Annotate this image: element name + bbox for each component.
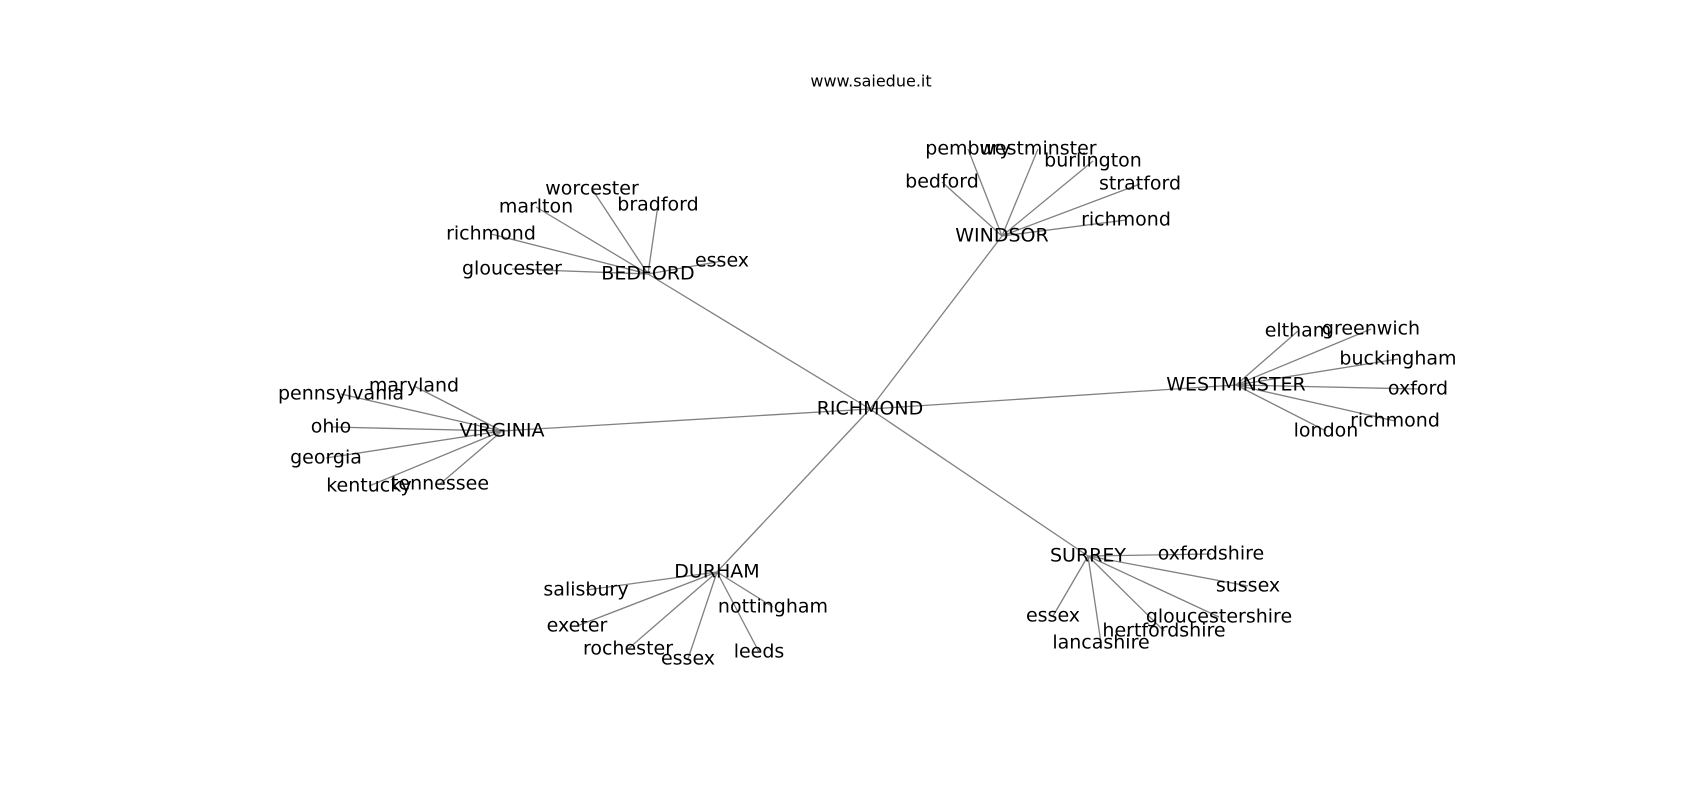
leaf-node-label: westminster xyxy=(979,138,1096,160)
leaf-node-label: london xyxy=(1294,420,1359,442)
edge-westminster_hub-oxford xyxy=(1235,384,1419,390)
edge-root-durham_hub xyxy=(716,408,871,573)
edge-root-westminster_hub xyxy=(869,384,1237,410)
leaf-node-label: burlington xyxy=(1044,150,1142,172)
edge-virginia_hub-tennessee xyxy=(439,430,503,485)
edge-durham_hub-exeter xyxy=(576,571,718,627)
edge-durham_hub-essex xyxy=(687,571,718,660)
edge-surrey_hub-oxfordshire xyxy=(1087,553,1212,557)
hub-node-label: VIRGINIA xyxy=(460,420,545,442)
edge-root-windsor_hub xyxy=(869,235,1003,410)
edge-root-bedford_hub xyxy=(647,273,871,410)
leaf-node-label: greenwich xyxy=(1322,318,1420,340)
edge-surrey_hub-lancashire xyxy=(1087,555,1102,644)
leaf-node-label: richmond xyxy=(1081,209,1171,231)
edge-bedford_hub-bradford xyxy=(647,204,659,275)
hub-node-label: WESTMINSTER xyxy=(1166,374,1306,396)
leaf-node-label: maryland xyxy=(369,375,459,397)
edge-surrey_hub-sussex xyxy=(1087,555,1249,587)
leaf-node-label: sussex xyxy=(1216,575,1280,597)
edge-bedford_hub-worcester xyxy=(591,188,649,275)
leaf-node-label: pennsylvania xyxy=(278,383,404,405)
leaf-node-label: hertfordshire xyxy=(1102,620,1225,642)
edge-virginia_hub-kentucky xyxy=(368,430,503,487)
leaf-node-label: richmond xyxy=(446,223,536,245)
leaf-node-label: ohio xyxy=(311,416,352,438)
hub-node-label: SURREY xyxy=(1050,545,1126,567)
leaf-node-label: georgia xyxy=(290,447,362,469)
leaf-node-label: rochester xyxy=(583,638,673,660)
edge-windsor_hub-westminster xyxy=(1001,148,1039,237)
leaf-node-label: eltham xyxy=(1265,320,1332,342)
edge-westminster_hub-greenwich xyxy=(1235,328,1372,386)
edge-surrey_hub-hertfordshire xyxy=(1087,555,1165,632)
edge-surrey_hub-gloucestershire xyxy=(1087,555,1220,618)
leaf-node-label: pembury xyxy=(925,138,1010,160)
leaf-node-label: salisbury xyxy=(543,579,628,601)
leaf-node-label: worcester xyxy=(545,178,639,200)
edge-windsor_hub-richmond xyxy=(1001,219,1127,237)
leaf-node-label: marlton xyxy=(499,196,573,218)
leaf-node-label: gloucester xyxy=(462,258,562,280)
edge-westminster_hub-eltham xyxy=(1235,330,1299,386)
edge-durham_hub-nottingham xyxy=(716,571,774,608)
edge-root-virginia_hub xyxy=(501,408,871,432)
edge-windsor_hub-pembury xyxy=(967,148,1003,237)
edge-durham_hub-salisbury xyxy=(585,571,718,591)
edge-bedford_hub-essex xyxy=(647,260,723,275)
leaf-node-label: stratford xyxy=(1099,173,1181,195)
edge-bedford_hub-gloucester xyxy=(511,268,649,275)
edge-virginia_hub-maryland xyxy=(413,385,503,432)
leaf-node-label: nottingham xyxy=(718,596,828,618)
hub-node-label: WINDSOR xyxy=(955,225,1048,247)
edges-layer xyxy=(325,148,1419,660)
leaf-node-label: essex xyxy=(695,250,749,272)
hub-node-label: DURHAM xyxy=(674,561,759,583)
leaf-node-label: buckingham xyxy=(1339,348,1456,370)
leaf-node-label: kentucky xyxy=(326,475,412,497)
edge-windsor_hub-bedford xyxy=(941,181,1003,237)
leaf-node-label: richmond xyxy=(1350,410,1440,432)
leaf-node-label: oxford xyxy=(1388,378,1448,400)
edge-bedford_hub-richmond xyxy=(490,233,649,275)
edge-bedford_hub-marlton xyxy=(535,206,649,275)
leaf-node-label: tennessee xyxy=(391,473,489,495)
edge-westminster_hub-london xyxy=(1235,384,1327,432)
edge-virginia_hub-pennsylvania xyxy=(340,393,503,432)
leaf-node-label: essex xyxy=(1026,605,1080,627)
edge-windsor_hub-burlington xyxy=(1001,160,1094,237)
site-caption: www.saiedue.it xyxy=(810,72,931,91)
leaf-node-label: oxfordshire xyxy=(1158,543,1264,565)
edge-durham_hub-leeds xyxy=(716,571,760,653)
root-node-label: RICHMOND xyxy=(817,398,924,420)
leaf-node-label: gloucestershire xyxy=(1146,606,1292,628)
leaf-node-label: leeds xyxy=(734,641,785,663)
hub-node-label: BEDFORD xyxy=(601,263,694,285)
edge-virginia_hub-ohio xyxy=(330,426,503,432)
leaf-node-label: lancashire xyxy=(1052,632,1149,654)
leaf-node-label: bedford xyxy=(905,171,979,193)
leaf-node-label: exeter xyxy=(547,615,608,637)
edge-virginia_hub-georgia xyxy=(325,430,503,459)
leaf-node-label: essex xyxy=(661,648,715,670)
edge-westminster_hub-richmond xyxy=(1235,384,1396,422)
edge-westminster_hub-buckingham xyxy=(1235,358,1399,386)
edge-root-surrey_hub xyxy=(869,408,1089,557)
edge-durham_hub-rochester xyxy=(627,571,718,650)
edge-surrey_hub-essex xyxy=(1052,555,1089,617)
edge-windsor_hub-stratford xyxy=(1001,183,1141,237)
leaf-node-label: bradford xyxy=(617,194,698,216)
